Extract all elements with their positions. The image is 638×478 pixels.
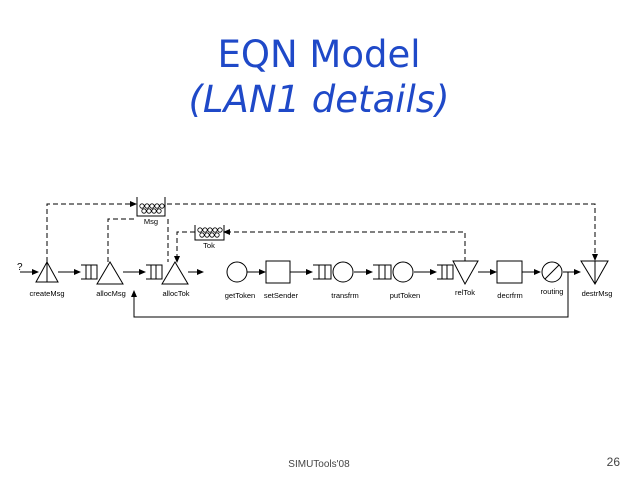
queues	[81, 264, 454, 280]
decrfrm-label: decrfrm	[497, 291, 522, 300]
slide-title: EQN Model	[217, 33, 421, 76]
queue-transfrm	[313, 264, 332, 280]
reltok-node	[452, 260, 479, 286]
transfrm-node	[332, 261, 354, 283]
puttoken-node	[392, 261, 414, 283]
setsender-node	[265, 260, 291, 284]
alloctok-node	[161, 261, 189, 285]
gettoken-node	[226, 261, 248, 283]
slide-number: 26	[606, 455, 620, 469]
routing-node	[541, 261, 563, 283]
queue-puttoken	[373, 264, 392, 280]
createmsg-label: createMsg	[29, 289, 64, 298]
msg-pool	[136, 197, 166, 217]
alloctok-label: allocTok	[162, 289, 189, 298]
puttoken-label: putToken	[390, 291, 420, 300]
tok-pool	[194, 225, 225, 241]
tok-pool-label: Tok	[203, 241, 215, 250]
footer-text: SIMUTools'08	[288, 459, 350, 470]
main-flow-arrows	[20, 269, 581, 318]
setsender-label: setSender	[264, 291, 299, 300]
input-label: ?	[17, 262, 23, 273]
msg-pool-label: Msg	[144, 217, 158, 226]
allocmsg-label: allocMsg	[96, 289, 126, 298]
queue-allocmsg	[81, 264, 98, 280]
transfrm-label: transfrm	[331, 291, 359, 300]
queue-alloctok	[146, 264, 163, 280]
reltok-label: relTok	[455, 288, 475, 297]
queue-reltok	[437, 264, 454, 280]
routing-label: routing	[541, 287, 564, 296]
createmsg-node	[35, 260, 59, 283]
decrfrm-node	[496, 260, 523, 284]
destrmsg-label: destrMsg	[582, 289, 613, 298]
slide-subtitle: (LAN1 details)	[188, 78, 450, 121]
gettoken-label: getToken	[225, 291, 255, 300]
destrmsg-node	[580, 260, 609, 285]
pool-link-arrows	[46, 201, 598, 263]
allocmsg-node	[96, 261, 124, 285]
